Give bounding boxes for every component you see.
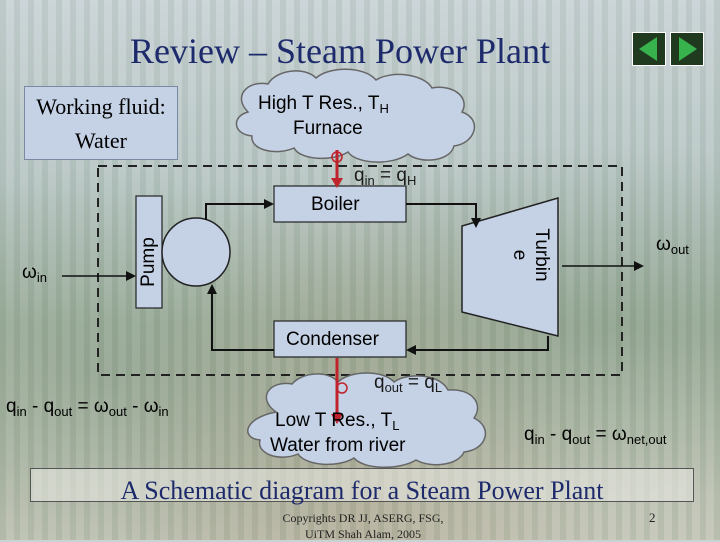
work-out-arrowhead [634, 261, 644, 271]
slide-title: Review – Steam Power Plant [130, 31, 550, 71]
heat-out-marker [336, 382, 348, 394]
flow-arrowheads [207, 199, 481, 355]
working-fluid-label: Working fluid: [36, 94, 166, 119]
heat-out-label: qout = qL [374, 372, 443, 395]
boiler-label: Boiler [311, 194, 360, 215]
copyright-line-2: UiTM Shah Alam, 2005 [305, 527, 421, 541]
furnace-label: Furnace [293, 118, 363, 139]
turbine-shape [461, 197, 559, 337]
arrow-into-condenser [406, 345, 416, 355]
work-in-label: ωin [22, 262, 47, 285]
heat-in-label: qin = qH [354, 165, 417, 188]
flow-pipes [205, 203, 549, 351]
heat-in-arrowhead [331, 178, 343, 188]
low-reservoir-label: Low T Res., TL [275, 410, 400, 433]
page-number: 2 [649, 510, 656, 525]
pipe-turbine-to-condenser [412, 336, 549, 351]
copyright-text: Copyrights DR JJ, ASERG, FSG, UiTM Shah … [268, 510, 458, 542]
work-out-label: ωout [656, 234, 689, 257]
working-fluid-value: Water [75, 128, 127, 153]
pipe-condenser-to-pump [211, 288, 274, 351]
pipe-boiler-to-turbine [406, 203, 477, 224]
pump-label: Pump [138, 237, 159, 287]
condenser-box [273, 320, 407, 358]
caption-box [30, 468, 694, 502]
river-label: Water from river [270, 435, 406, 456]
pump-circle [161, 217, 231, 287]
copyright-line-1: Copyrights DR JJ, ASERG, FSG, [282, 511, 444, 525]
pump-box [135, 195, 163, 309]
high-reservoir-label: High T Res., TH [258, 93, 389, 116]
arrow-into-turbine [471, 218, 481, 228]
high-reservoir-cloud [235, 68, 476, 163]
energy-balance-equation-right: qin - qout = ωnet,out [524, 424, 667, 447]
arrow-into-boiler [264, 199, 274, 209]
next-slide-button[interactable] [670, 32, 704, 66]
pipe-pump-to-boiler [205, 203, 272, 220]
condenser-label: Condenser [286, 329, 379, 350]
turbine-label: Turbin e [509, 228, 552, 282]
triangle-left-icon [639, 37, 657, 61]
working-fluid-box: Working fluid: Water [24, 86, 178, 160]
slide-caption: A Schematic diagram for a Steam Power Pl… [120, 476, 604, 505]
heat-in-marker [331, 151, 343, 163]
previous-slide-button[interactable] [632, 32, 666, 66]
energy-balance-equation-left: qin - qout = ωout - ωin [6, 396, 169, 419]
work-in-arrowhead [126, 271, 136, 281]
triangle-right-icon [679, 37, 697, 61]
arrow-into-pump [207, 284, 217, 294]
heat-out-arrowhead [331, 414, 343, 424]
